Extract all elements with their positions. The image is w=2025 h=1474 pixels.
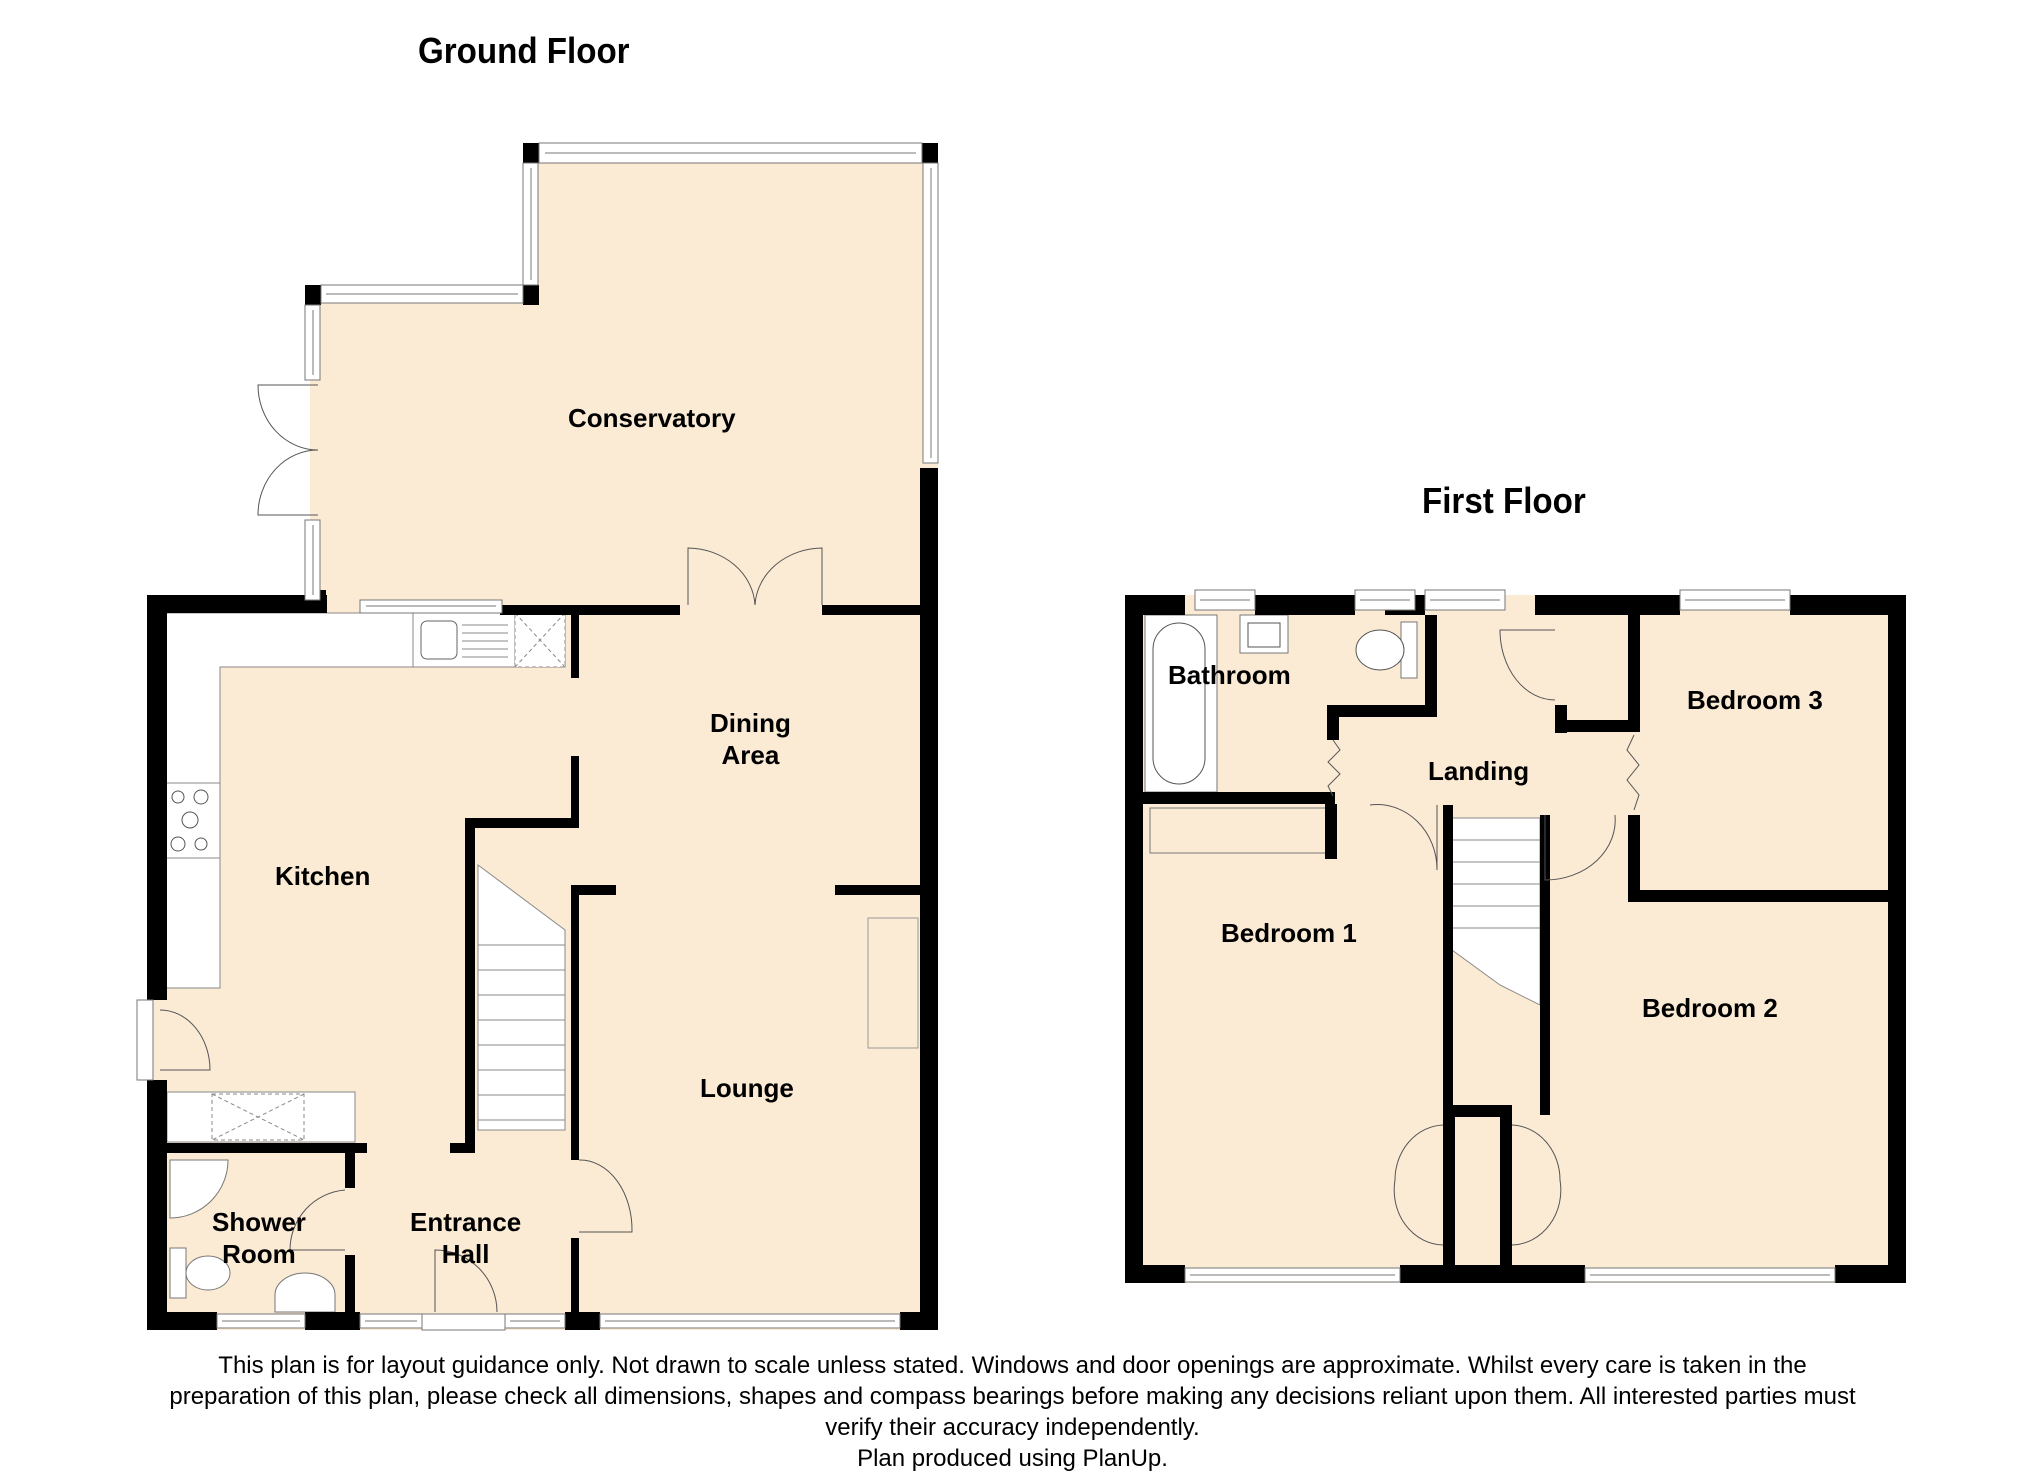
room-label-dining-area: Dining Area — [710, 707, 791, 771]
bedroom2-wardrobe-door — [1511, 1124, 1562, 1246]
ground-floor-front-windows — [216, 1313, 901, 1329]
ground-floor-fill — [147, 155, 938, 1330]
bedroom2-door — [1544, 814, 1616, 881]
ground-floor-title: Ground Floor — [418, 30, 630, 71]
dining-label-line1: Dining — [710, 708, 791, 738]
disclaimer-line-2: preparation of this plan, please check a… — [169, 1383, 1856, 1410]
bedroom1-wardrobe-door — [1393, 1124, 1444, 1246]
conservatory-french-door[interactable] — [257, 384, 319, 516]
room-label-bedroom-1: Bedroom 1 — [1221, 918, 1357, 948]
dining-label-line2: Area — [721, 740, 780, 770]
bathroom-bifold-door — [1327, 739, 1341, 797]
bath-icon — [1144, 614, 1218, 793]
room-label-conservatory: Conservatory — [568, 403, 736, 433]
first-floor-walls — [1125, 595, 1906, 1283]
hall-label-line2: Hall — [441, 1239, 490, 1269]
bedroom3-bifold-door — [1626, 734, 1640, 811]
shower-tray-icon — [169, 1159, 229, 1219]
hall-label-line1: Entrance — [410, 1207, 522, 1237]
kitchen-sink-icon — [412, 612, 516, 668]
staircase — [477, 864, 566, 1131]
first-floor-doors[interactable] — [1327, 629, 1640, 1246]
first-floor-staircase — [1451, 817, 1541, 1006]
fireplace-icon — [867, 917, 919, 1049]
shower-label-line2: Room — [222, 1239, 296, 1269]
dining-french-door[interactable] — [687, 547, 823, 606]
disclaimer-line-4: Plan produced using PlanUp. — [857, 1445, 1168, 1472]
toilet-icon — [169, 1247, 231, 1299]
ground-floor-walls — [147, 143, 938, 1330]
room-label-kitchen: Kitchen — [275, 861, 371, 891]
room-label-bedroom-3: Bedroom 3 — [1687, 685, 1823, 715]
ground-floor-plan — [136, 142, 939, 1331]
first-floor-title: First Floor — [1422, 480, 1586, 521]
room-label-bedroom-2: Bedroom 2 — [1642, 993, 1778, 1023]
front-door[interactable] — [421, 1249, 506, 1331]
disclaimer-line-1: This plan is for layout guidance only. N… — [218, 1352, 1807, 1379]
bathroom-toilet-icon — [1355, 621, 1418, 679]
wardrobe — [1149, 807, 1331, 854]
room-label-lounge: Lounge — [700, 1073, 794, 1103]
bedroom1-door — [1369, 804, 1438, 871]
hob-icon — [164, 782, 221, 859]
shower-room-door[interactable] — [289, 1189, 346, 1251]
first-floor-windows — [1184, 589, 1836, 1283]
first-floor-plan — [1125, 589, 1906, 1283]
kitchen-window — [359, 599, 503, 614]
disclaimer: This plan is for layout guidance only. N… — [0, 1350, 2025, 1474]
cupboard-door — [1499, 629, 1556, 701]
bathroom-basin-icon — [1239, 614, 1289, 654]
basin-icon — [274, 1272, 336, 1313]
room-label-shower-room: Shower Room — [212, 1206, 306, 1270]
room-label-landing: Landing — [1428, 756, 1530, 786]
appliance-icon — [514, 612, 566, 668]
shower-label-line1: Shower — [212, 1207, 306, 1237]
lounge-door[interactable] — [578, 1159, 633, 1233]
room-label-entrance-hall: Entrance Hall — [410, 1206, 521, 1270]
kitchen-unit-icon — [166, 1091, 356, 1143]
kitchen-side-door[interactable] — [136, 999, 211, 1081]
conservatory-windows — [304, 142, 939, 601]
room-label-bathroom: Bathroom — [1168, 660, 1291, 690]
disclaimer-line-3: verify their accuracy independently. — [825, 1414, 1200, 1441]
